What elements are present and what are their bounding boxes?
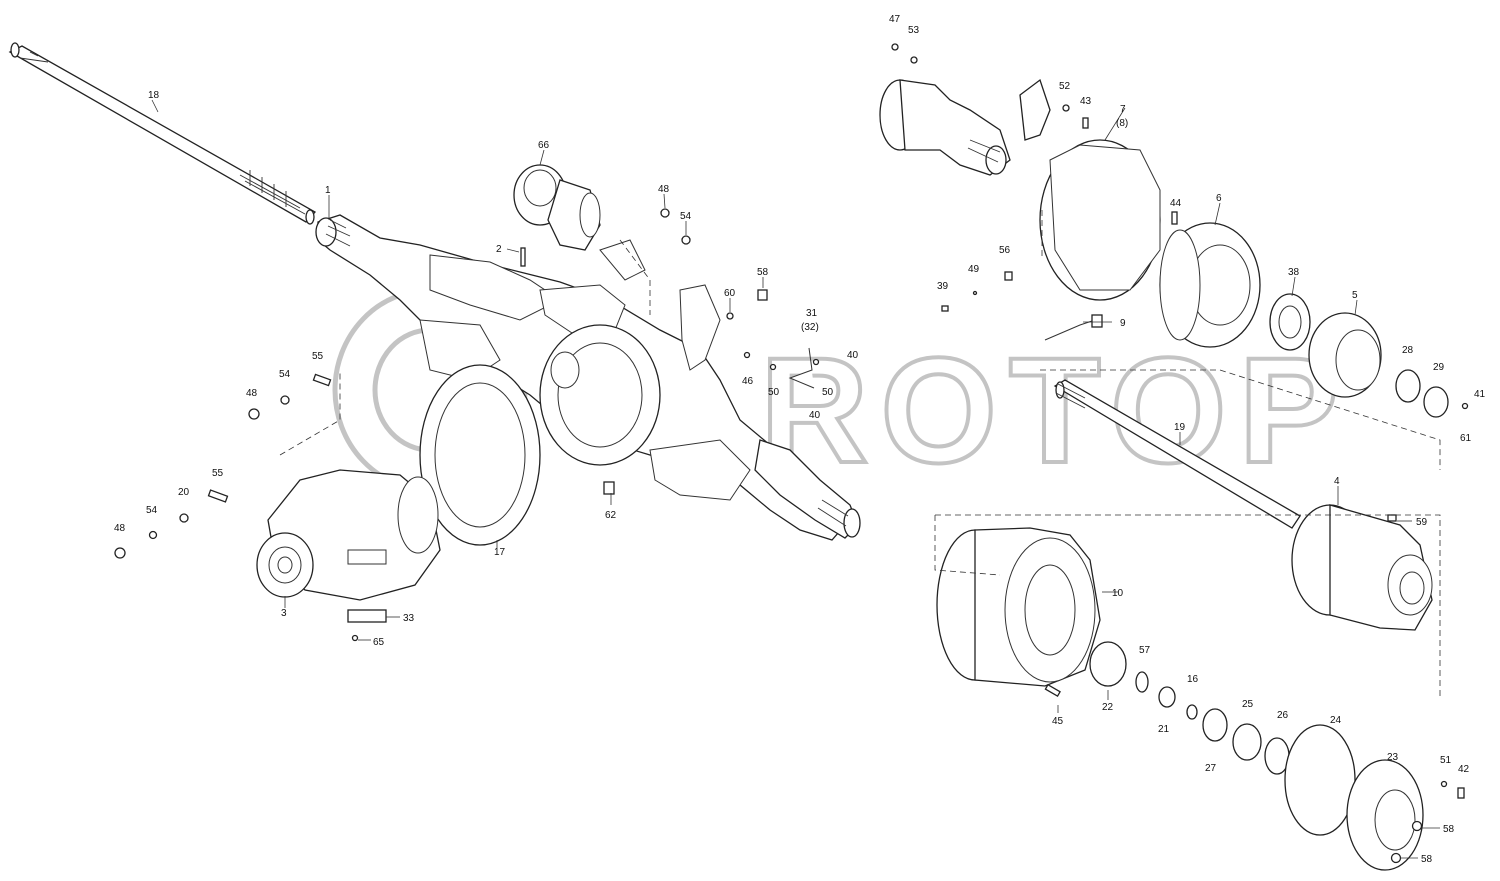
label-16: 16 — [1187, 674, 1199, 685]
label-58-b: 58 — [1443, 824, 1455, 835]
label-24: 24 — [1330, 715, 1342, 726]
ring-57 — [1135, 671, 1149, 693]
label-56: 56 — [999, 245, 1011, 256]
bearing-38-inner — [1278, 305, 1302, 339]
label-50-a: 50 — [768, 387, 780, 398]
cover-23 — [1346, 759, 1424, 871]
label-48-b: 48 — [246, 388, 258, 399]
label-44: 44 — [1170, 198, 1182, 209]
watermark-text: ROTOP — [760, 326, 1351, 494]
label-22: 22 — [1102, 702, 1114, 713]
label-32: (32) — [801, 322, 819, 333]
label-66: 66 — [538, 140, 550, 151]
brake-assembly-7 — [1019, 78, 1161, 301]
brake-drum-10 — [936, 527, 1101, 687]
assembly-lines — [279, 210, 1441, 700]
planetary-housing-4 — [1291, 504, 1433, 631]
label-58-c: 58 — [1421, 854, 1433, 865]
label-55-a: 55 — [312, 351, 324, 362]
label-19: 19 — [1174, 422, 1186, 433]
label-45: 45 — [1052, 716, 1064, 727]
label-54-b: 54 — [279, 369, 291, 380]
label-52: 52 — [1059, 81, 1071, 92]
label-61: 61 — [1460, 433, 1472, 444]
label-25: 25 — [1242, 699, 1254, 710]
label-3: 3 — [281, 608, 287, 619]
label-20: 20 — [178, 487, 190, 498]
label-62: 62 — [605, 510, 617, 521]
washer-21 — [1158, 686, 1176, 708]
label-38: 38 — [1288, 267, 1300, 278]
label-28: 28 — [1402, 345, 1414, 356]
label-17: 17 — [494, 547, 506, 558]
label-10: 10 — [1112, 588, 1124, 599]
label-60: 60 — [724, 288, 736, 299]
label-54-c: 54 — [146, 505, 158, 516]
nut-29 — [1423, 386, 1449, 418]
label-40-a: 40 — [847, 350, 859, 361]
label-5: 5 — [1352, 290, 1358, 301]
ring-16 — [1186, 704, 1198, 720]
washer-28 — [1395, 369, 1421, 403]
label-2: 2 — [496, 244, 502, 255]
label-43: 43 — [1080, 96, 1092, 107]
label-23: 23 — [1387, 752, 1399, 763]
label-40-b: 40 — [809, 410, 821, 421]
brake-chamber-66 — [513, 164, 601, 251]
label-49: 49 — [968, 264, 980, 275]
label-50-b: 50 — [822, 387, 834, 398]
label-31: 31 — [806, 308, 818, 319]
label-8: (8) — [1116, 118, 1128, 129]
half-shaft-19 — [1053, 379, 1301, 529]
label-46: 46 — [742, 376, 754, 387]
spindle-top-right — [879, 79, 1011, 176]
gasket-17 — [419, 364, 541, 546]
label-42: 42 — [1458, 764, 1470, 775]
label-51: 51 — [1440, 755, 1452, 766]
label-58-a: 58 — [757, 267, 769, 278]
label-29: 29 — [1433, 362, 1445, 373]
label-1: 1 — [325, 185, 331, 196]
axle-shaft-18 — [8, 42, 317, 225]
gasket-24 — [1284, 724, 1356, 836]
hub-6 — [1159, 222, 1261, 348]
label-4: 4 — [1334, 476, 1340, 487]
label-27: 27 — [1205, 763, 1217, 774]
rotop-watermark: ROTOP — [332, 287, 1351, 496]
label-53: 53 — [908, 25, 920, 36]
bearing-22 — [1089, 641, 1127, 687]
washer-27 — [1202, 708, 1228, 742]
leader-lines — [151, 99, 1440, 859]
part-labels: 18 1 66 2 48 54 58 60 31 (32) 46 50 40 5… — [114, 14, 1486, 865]
label-26: 26 — [1277, 710, 1289, 721]
final-drive-3 — [256, 469, 441, 601]
label-18: 18 — [148, 90, 160, 101]
label-54-a: 54 — [680, 211, 692, 222]
label-47: 47 — [889, 14, 901, 25]
label-59: 59 — [1416, 517, 1428, 528]
ring-gear-5 — [1308, 312, 1382, 398]
label-65: 65 — [373, 637, 385, 648]
label-21: 21 — [1158, 724, 1170, 735]
label-41: 41 — [1474, 389, 1486, 400]
label-39: 39 — [937, 281, 949, 292]
label-9: 9 — [1120, 318, 1126, 329]
nut-25 — [1232, 723, 1262, 761]
label-55-b: 55 — [212, 468, 224, 479]
label-33: 33 — [403, 613, 415, 624]
small-hardware — [114, 43, 1469, 864]
label-48-a: 48 — [658, 184, 670, 195]
label-7: 7 — [1120, 104, 1126, 115]
label-6: 6 — [1216, 193, 1222, 204]
label-57: 57 — [1139, 645, 1151, 656]
label-48-c: 48 — [114, 523, 126, 534]
axle-housing — [315, 214, 861, 541]
